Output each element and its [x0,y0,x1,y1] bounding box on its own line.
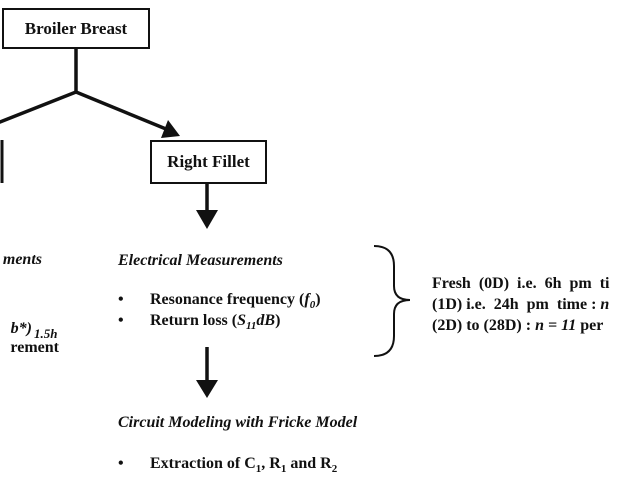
t: (2D) to (28D) : [432,317,536,334]
timeline-2d-28d: (2D) to (28D) : n = 11 per [432,318,603,334]
t1: Extraction of C [150,455,256,472]
bullet: • [118,291,124,308]
arrowhead-down-1 [196,210,218,229]
broiler-breast-box: Broiler Breast [2,8,150,49]
timeline-fresh: Fresh (0D) i.e. 6h pm ti [432,275,610,292]
item-var: f [304,291,310,308]
s3: 2 [331,463,338,476]
t3: and R [286,455,332,472]
circuit-heading: Circuit Modeling with Fricke Model [118,414,358,431]
t: (1D) i.e. 24h pm time : [432,296,601,313]
n: n [600,296,610,313]
left-heading-fragment: ments [2,251,42,268]
arrowhead-down-2 [196,380,218,398]
n: n = 11 [535,317,577,334]
resonance-frequency-item: Resonance frequency (f0) [150,292,321,311]
left-line-fragment: rement [10,339,59,356]
item-sub: 11 [246,320,257,333]
return-loss-item: Return loss (S11dB) [150,313,280,332]
left-param-fragment: b*) [11,321,32,337]
item-end: ) [275,312,281,329]
t2: , R [261,455,281,472]
brace [373,245,411,357]
left-param-text: b*) [10,320,32,337]
broiler-breast-label: Broiler Breast [24,18,128,38]
s1: 1 [255,463,262,476]
end: per [576,317,604,334]
item-sub: 0 [309,299,316,312]
timeline-1d: (1D) i.e. 24h pm time : n [432,297,609,313]
s2: 1 [280,463,287,476]
right-fillet-label: Right Fillet [167,152,250,171]
bullet: • [118,312,124,329]
electrical-heading: Electrical Measurements [118,252,283,269]
extraction-item: Extraction of C1, R1 and R2 [150,456,337,475]
arrowhead-right-branch [161,120,180,138]
left-branch-line [0,90,77,124]
right-branch-line [75,90,167,131]
item-end: ) [315,291,321,308]
item-text: Resonance frequency ( [150,291,305,308]
left-param-sub: 1.5h [34,326,58,341]
item-text: Return loss ( [150,312,238,329]
item-var2: dB [256,312,276,329]
bullet: • [118,455,124,472]
item-var: S [237,312,247,329]
right-fillet-box: Right Fillet [150,140,267,184]
